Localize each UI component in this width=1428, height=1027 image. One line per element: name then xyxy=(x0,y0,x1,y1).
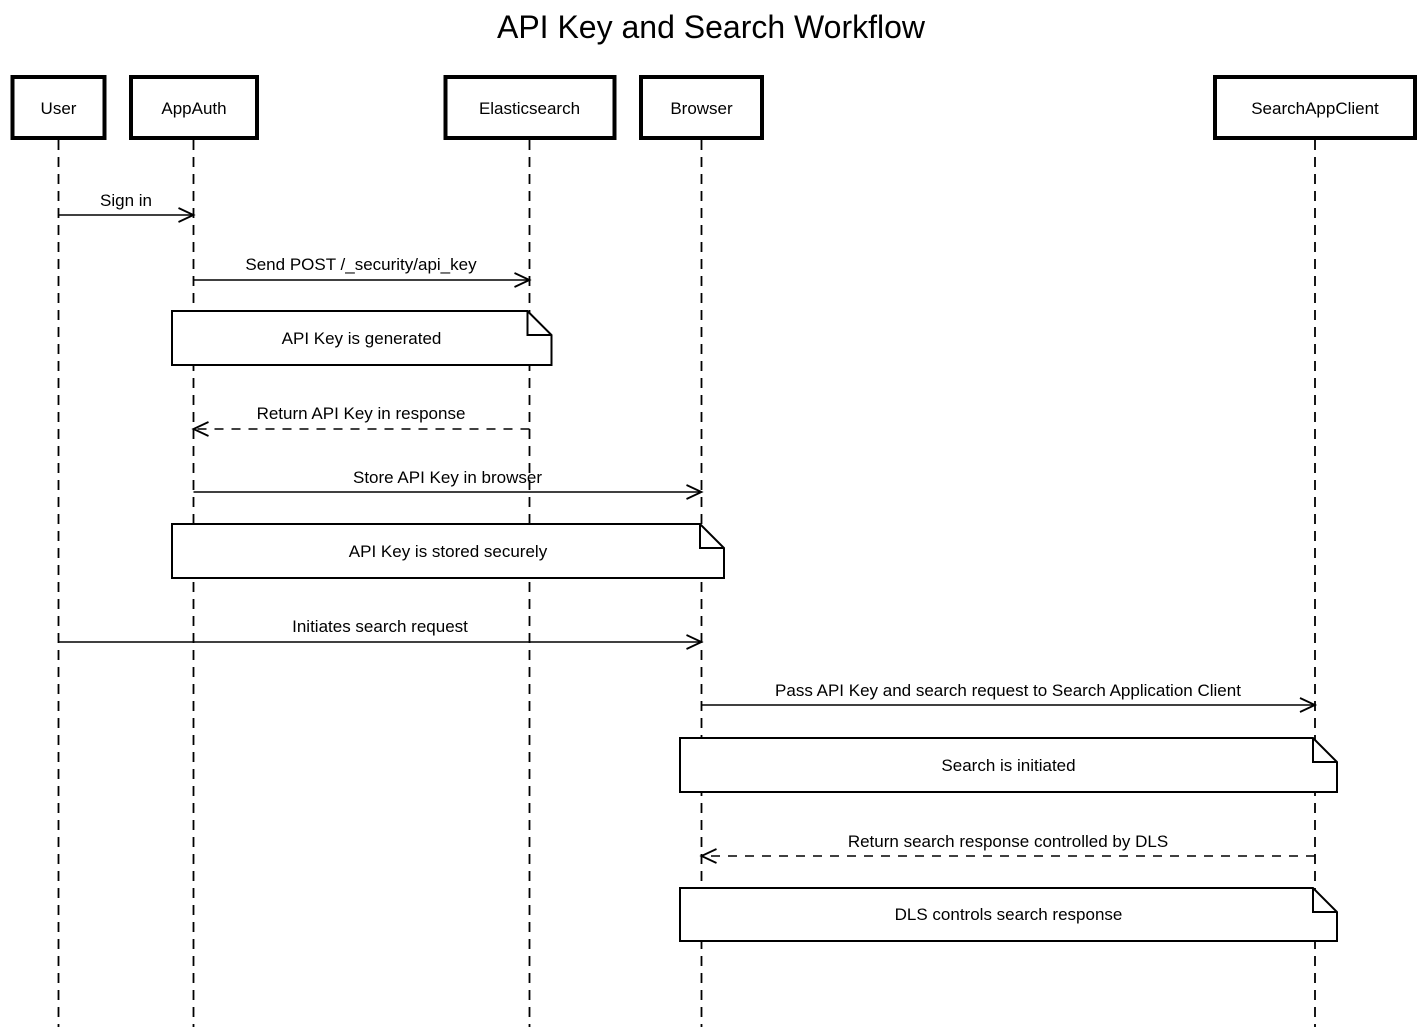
diagram-title: API Key and Search Workflow xyxy=(497,9,926,45)
message-return-api-key: Return API Key in response xyxy=(191,404,530,437)
message-store-api-key: Store API Key in browser xyxy=(193,468,704,500)
note-api-key-stored: API Key is stored securely xyxy=(171,523,725,579)
note-fold-icon xyxy=(1312,888,1337,913)
message-label: Initiates search request xyxy=(292,617,468,636)
message-send-post: Send POST /_security/api_key xyxy=(193,255,532,288)
note-fold-icon xyxy=(699,524,724,549)
message-return-search-response: Return search response controlled by DLS xyxy=(699,832,1315,864)
note-label: DLS controls search response xyxy=(895,905,1123,924)
message-initiates-search: Initiates search request xyxy=(58,617,704,650)
message-label: Return API Key in response xyxy=(257,404,466,423)
arrowhead-left-icon xyxy=(699,848,717,864)
arrowhead-right-icon xyxy=(686,634,704,650)
message-sign-in: Sign in xyxy=(58,191,196,223)
participant-label-browser: Browser xyxy=(670,99,733,118)
note-label: API Key is stored securely xyxy=(349,542,548,561)
participant-label-user: User xyxy=(41,99,77,118)
participant-user: User xyxy=(10,75,107,140)
note-api-key-generated: API Key is generated xyxy=(171,310,553,366)
message-label: Sign in xyxy=(100,191,152,210)
note-fold-icon xyxy=(1312,738,1337,763)
participant-box-elasticsearch xyxy=(443,75,617,140)
message-label: Send POST /_security/api_key xyxy=(245,255,477,274)
participant-box-appauth xyxy=(129,75,259,140)
arrowhead-right-icon xyxy=(178,207,196,223)
note-box xyxy=(171,523,725,579)
participant-elasticsearch: Elasticsearch xyxy=(443,75,617,140)
participant-box-user xyxy=(10,75,107,140)
message-label: Store API Key in browser xyxy=(353,468,542,487)
participant-label-searchappclient: SearchAppClient xyxy=(1251,99,1379,118)
participant-box-searchappclient xyxy=(1213,75,1417,140)
arrowhead-right-icon xyxy=(686,484,704,500)
note-search-initiated: Search is initiated xyxy=(679,737,1338,793)
participant-label-elasticsearch: Elasticsearch xyxy=(479,99,580,118)
message-label: Return search response controlled by DLS xyxy=(848,832,1168,851)
note-fold-icon xyxy=(526,311,552,336)
message-label: Pass API Key and search request to Searc… xyxy=(775,681,1241,700)
note-dls-controls: DLS controls search response xyxy=(679,887,1338,942)
arrowhead-right-icon xyxy=(1299,697,1318,713)
participant-browser: Browser xyxy=(639,75,764,140)
message-pass-api-key: Pass API Key and search request to Searc… xyxy=(701,681,1318,713)
participant-label-appauth: AppAuth xyxy=(161,99,226,118)
note-label: API Key is generated xyxy=(282,329,442,348)
participant-box-browser xyxy=(639,75,764,140)
arrowhead-left-icon xyxy=(191,421,209,437)
note-box xyxy=(679,737,1338,793)
note-label: Search is initiated xyxy=(941,756,1075,775)
note-box xyxy=(171,310,553,366)
participant-appauth: AppAuth xyxy=(129,75,259,140)
participant-searchappclient: SearchAppClient xyxy=(1213,75,1417,140)
note-box xyxy=(679,887,1338,942)
arrowhead-right-icon xyxy=(514,272,532,288)
